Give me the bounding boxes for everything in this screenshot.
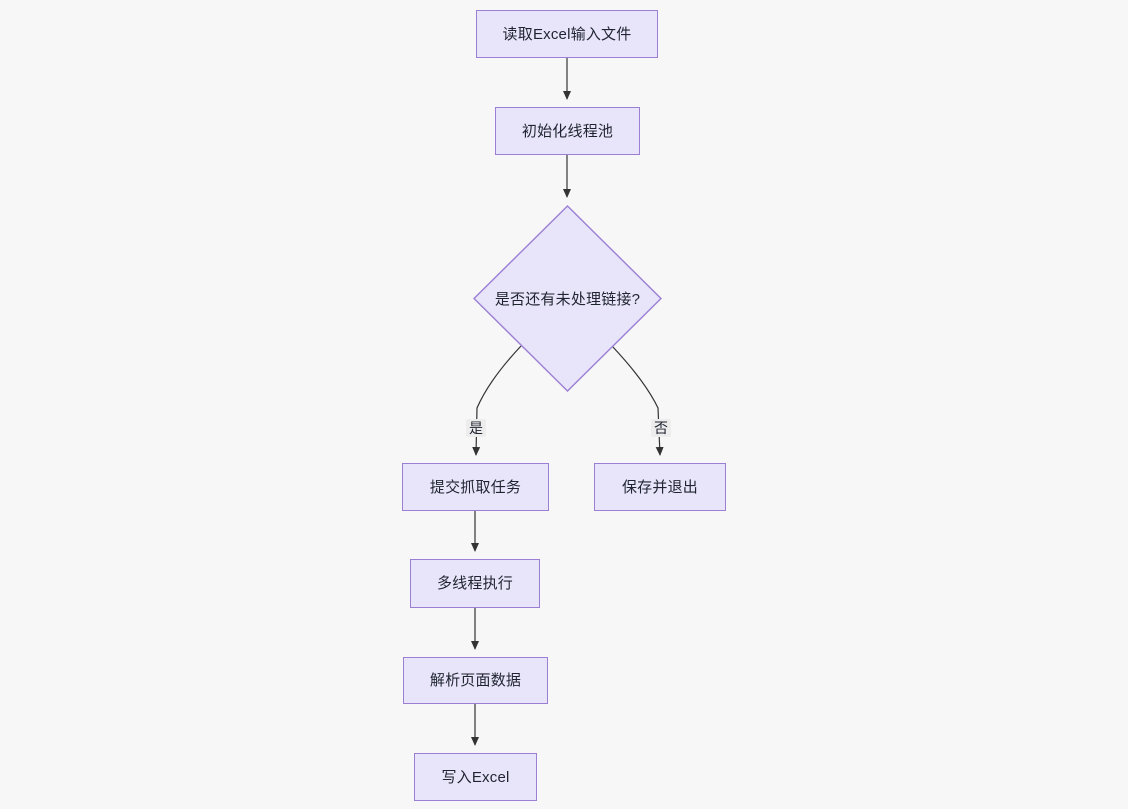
node-write-excel[interactable]: 写入Excel xyxy=(414,753,537,801)
node-save-exit[interactable]: 保存并退出 xyxy=(594,463,726,511)
node-init-threadpool[interactable]: 初始化线程池 xyxy=(495,107,640,155)
edge-label-yes: 是 xyxy=(466,419,486,437)
node-parse-page-label: 解析页面数据 xyxy=(429,672,522,689)
node-write-excel-label: 写入Excel xyxy=(441,768,510,786)
node-read-excel[interactable]: 读取Excel输入文件 xyxy=(476,10,658,58)
edge-has-pending-to-save-exit xyxy=(611,345,664,456)
node-read-excel-label: 读取Excel输入文件 xyxy=(502,25,632,43)
node-submit-task-label: 提交抓取任务 xyxy=(429,478,522,496)
node-init-threadpool-label: 初始化线程池 xyxy=(521,122,614,140)
edge-label-no: 否 xyxy=(651,419,671,437)
diamond-shape xyxy=(473,205,662,392)
node-save-exit-label: 保存并退出 xyxy=(621,478,698,496)
node-has-pending-decision[interactable]: 是否还有未处理链接? xyxy=(473,205,662,392)
node-parse-page[interactable]: 解析页面数据 xyxy=(403,657,548,704)
edge-has-pending-to-submit-task xyxy=(472,345,522,456)
node-multithread[interactable]: 多线程执行 xyxy=(410,559,540,608)
node-submit-task[interactable]: 提交抓取任务 xyxy=(402,463,549,511)
node-multithread-label: 多线程执行 xyxy=(436,575,513,592)
